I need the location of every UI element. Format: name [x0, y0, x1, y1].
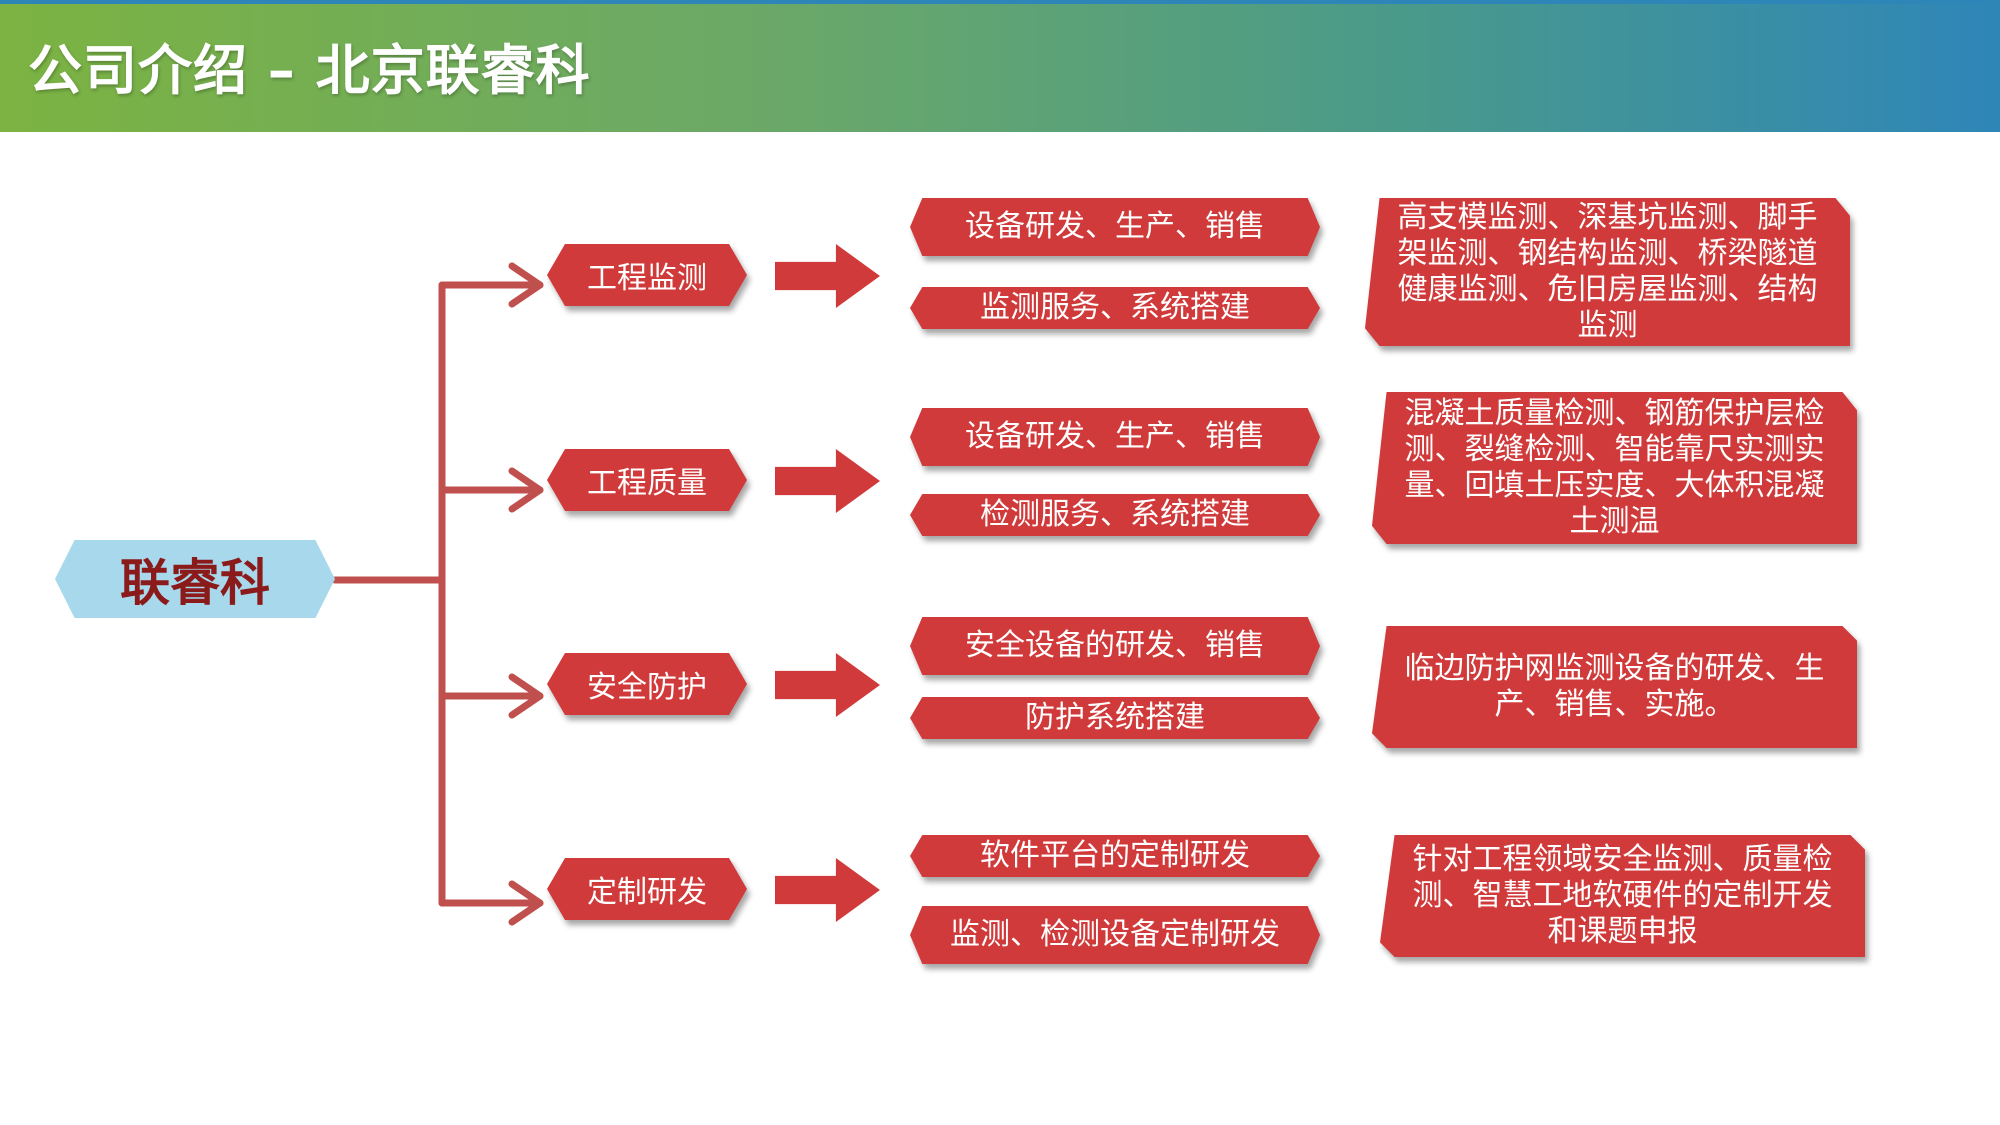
- title-bar: 公司介绍 – 北京联睿科: [0, 0, 2000, 132]
- sub-label: 监测、检测设备定制研发: [910, 906, 1320, 964]
- description-text: 混凝土质量检测、钢筋保护层检测、裂缝检测、智能靠尺实测实量、回填土压实度、大体积…: [1372, 392, 1857, 544]
- page-title: 公司介绍 – 北京联睿科: [28, 39, 591, 102]
- sub-label: 设备研发、生产、销售: [910, 198, 1320, 256]
- sub-label: 设备研发、生产、销售: [910, 408, 1320, 466]
- description-text: 高支模监测、深基坑监测、脚手架监测、钢结构监测、桥梁隧道健康监测、危旧房屋监测、…: [1365, 198, 1850, 346]
- connector-arrowhead-4: [508, 880, 544, 926]
- connector-arrowhead-2: [508, 467, 544, 513]
- sub-label: 安全设备的研发、销售: [910, 617, 1320, 675]
- description-text: 针对工程领域安全监测、质量检测、智慧工地软硬件的定制开发和课题申报: [1380, 835, 1865, 957]
- root-node: 联睿科: [55, 540, 335, 618]
- category-label: 安全防护: [547, 653, 747, 715]
- category-label: 工程质量: [547, 449, 747, 511]
- sub-label: 检测服务、系统搭建: [910, 494, 1320, 536]
- sub-label: 防护系统搭建: [910, 697, 1320, 739]
- connector-arrowhead-1: [508, 262, 544, 308]
- sub-label: 软件平台的定制研发: [910, 835, 1320, 877]
- connector-arrowhead-3: [508, 673, 544, 719]
- description-text: 临边防护网监测设备的研发、生产、销售、实施。: [1372, 626, 1857, 748]
- sub-label: 监测服务、系统搭建: [910, 287, 1320, 329]
- category-label: 定制研发: [547, 858, 747, 920]
- category-label: 工程监测: [547, 244, 747, 306]
